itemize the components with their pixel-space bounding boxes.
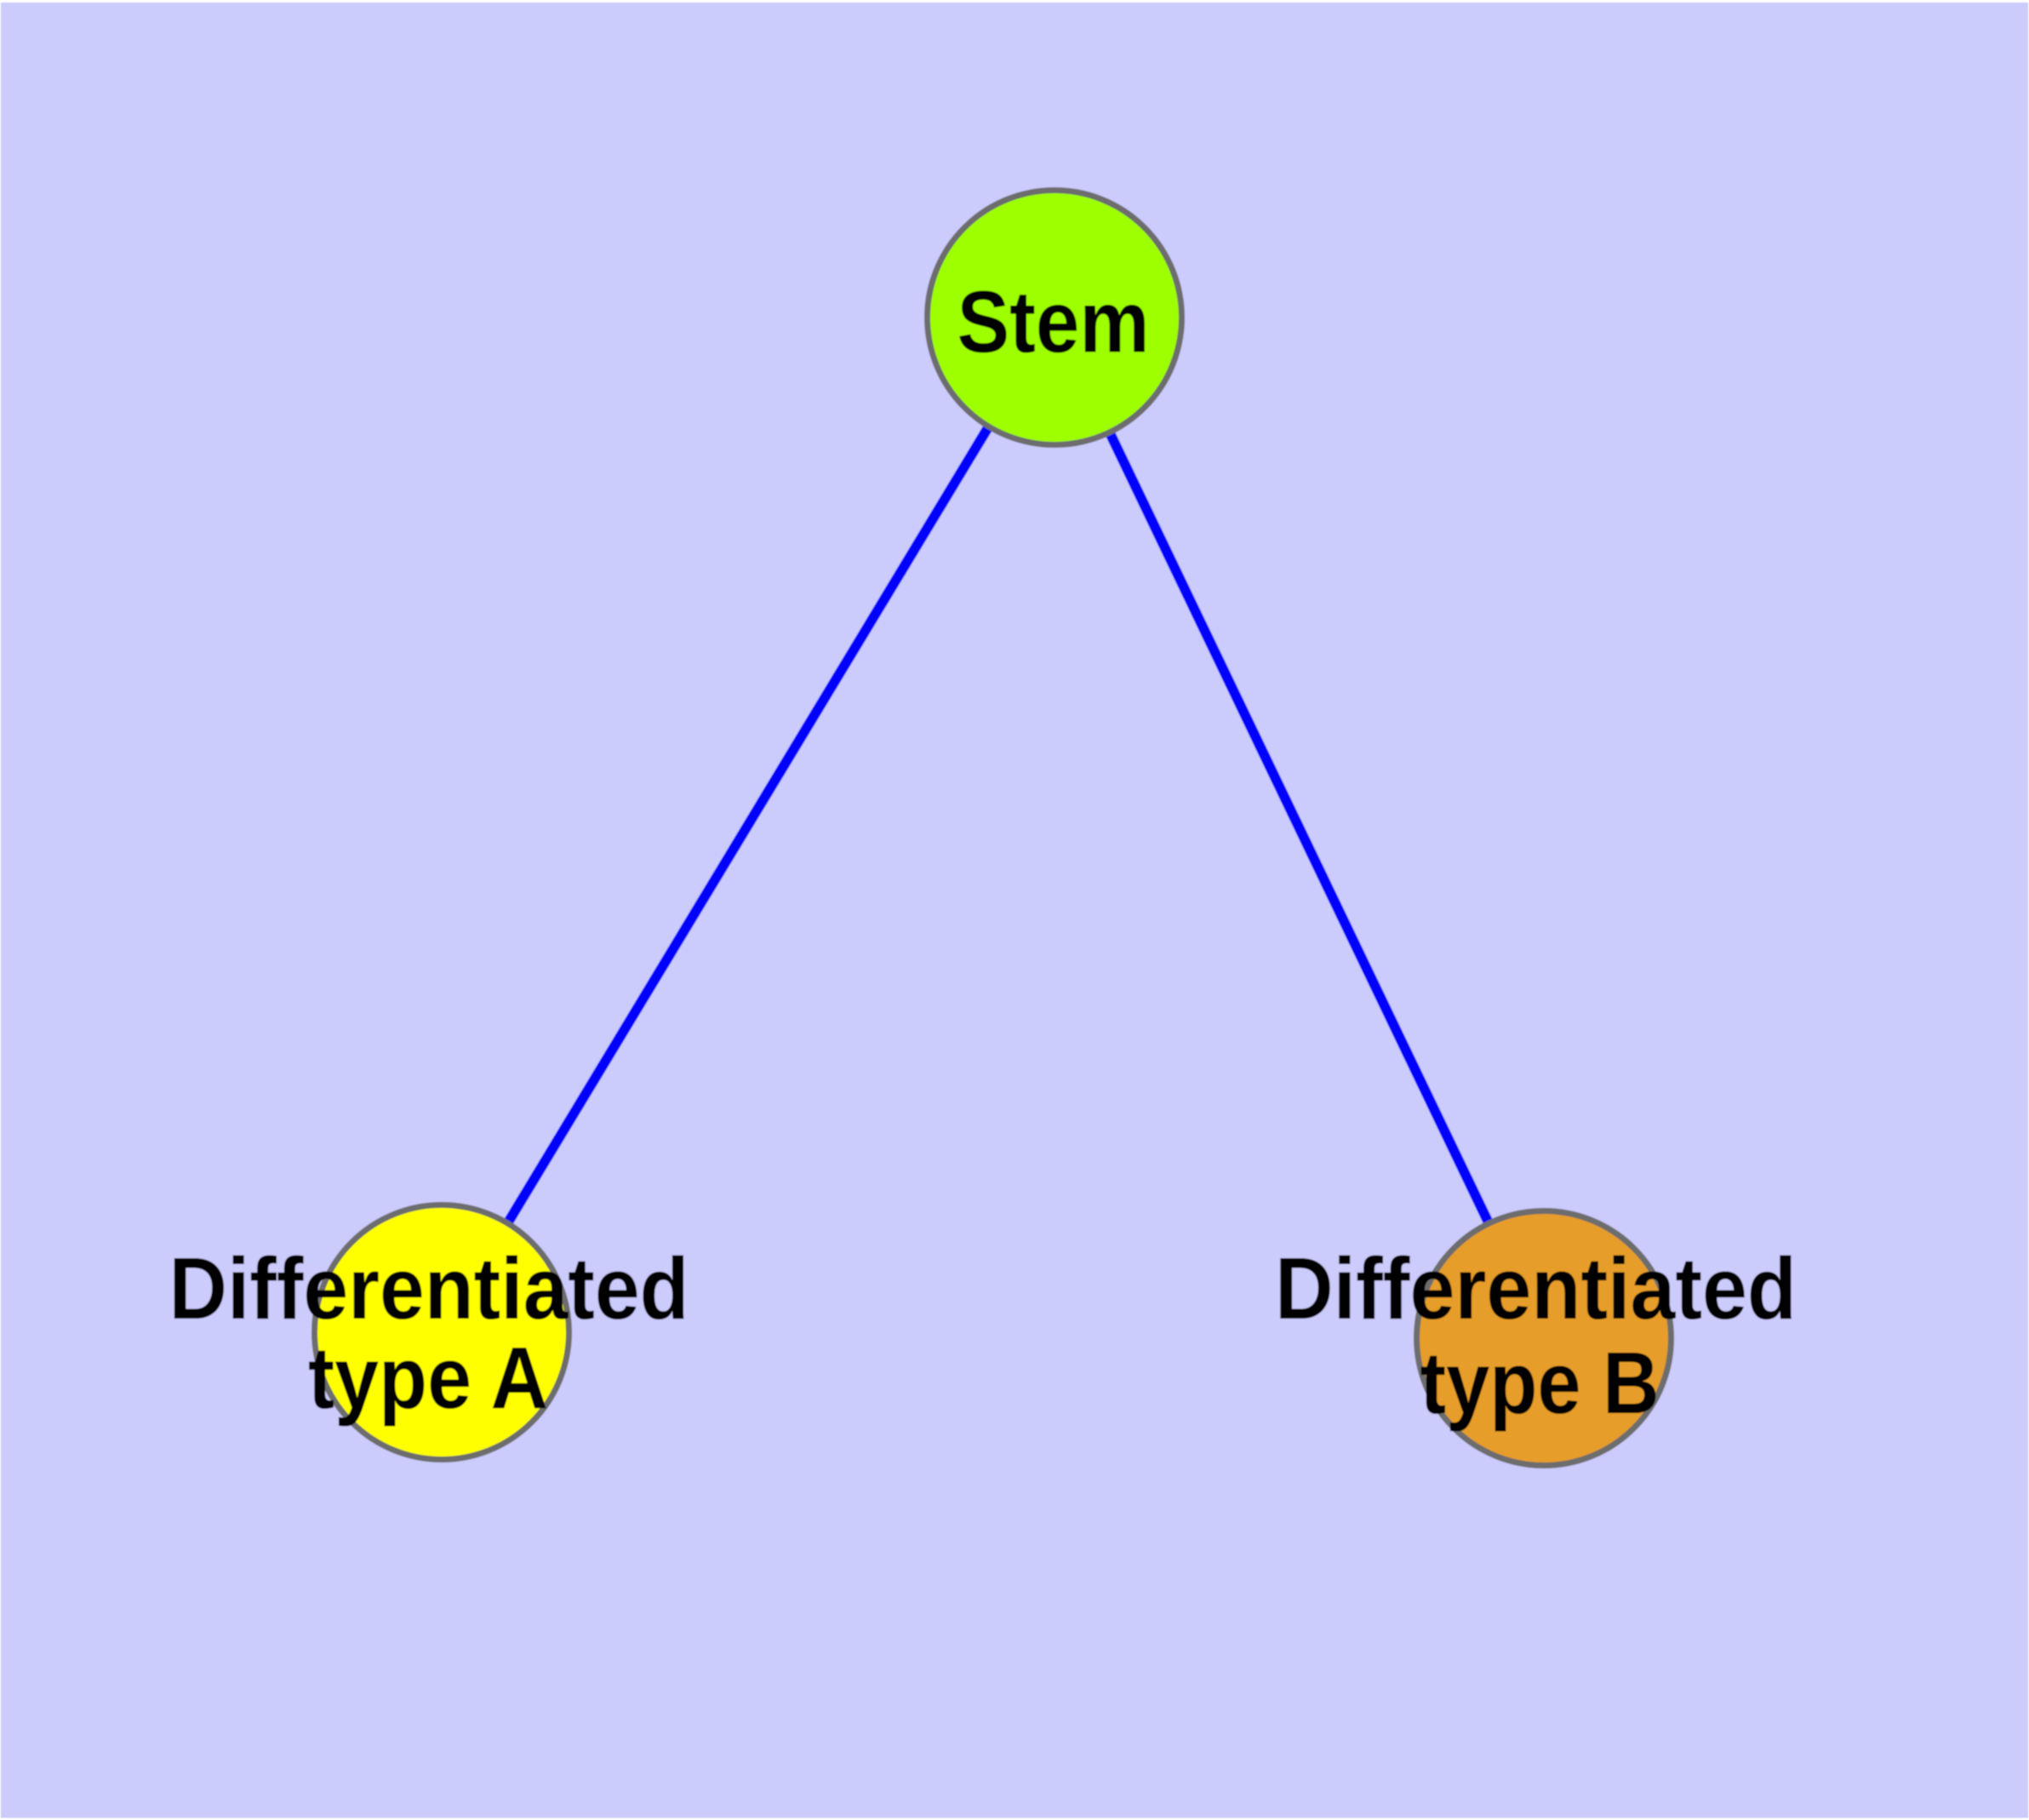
svg-text:type A: type A [308, 1329, 548, 1427]
svg-text:Differentiated: Differentiated [1275, 1239, 1797, 1337]
svg-text:Differentiated: Differentiated [169, 1239, 689, 1337]
svg-text:type B: type B [1420, 1334, 1660, 1432]
svg-text:Stem: Stem [957, 273, 1150, 371]
